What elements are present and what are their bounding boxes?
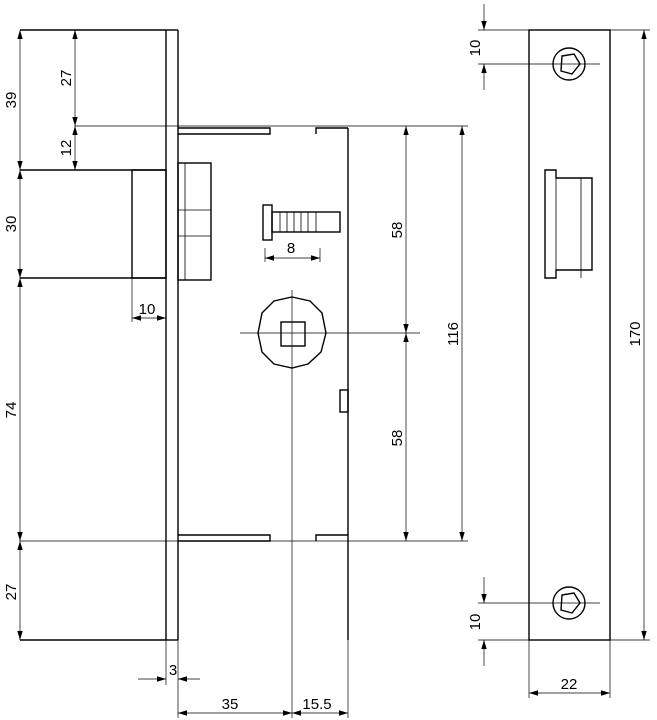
dim-label-27-bottom: 27 <box>3 584 20 601</box>
dim-label-15-5: 15.5 <box>302 696 331 713</box>
door-edge-section <box>20 29 179 641</box>
dim-label-8: 8 <box>287 240 295 257</box>
dim-label-3: 3 <box>169 662 177 679</box>
dim-label-22: 22 <box>561 676 578 693</box>
vertical-dimensions-left <box>17 30 78 640</box>
dim-label-10-plate-top: 10 <box>467 40 484 57</box>
vertical-dimensions-right <box>403 126 465 541</box>
latch-detail <box>262 204 341 241</box>
dim-label-35: 35 <box>222 696 239 713</box>
dim-label-116: 116 <box>445 322 462 346</box>
dim-label-10-latch: 10 <box>139 301 156 318</box>
dim-label-170: 170 <box>627 321 644 346</box>
dim-label-10-plate-bottom: 10 <box>467 614 484 631</box>
dim-label-27-top: 27 <box>58 70 75 87</box>
face-plate-dimensions <box>478 4 650 698</box>
dim-label-12: 12 <box>58 140 75 157</box>
dim-label-74: 74 <box>3 402 20 419</box>
dim-label-58-top: 58 <box>389 222 406 239</box>
dim-label-30: 30 <box>3 216 20 233</box>
dim-label-58-bottom: 58 <box>389 430 406 447</box>
face-plate <box>528 29 611 641</box>
latch-bolt-side <box>131 162 212 281</box>
extension-lines <box>20 125 468 718</box>
dim-label-39: 39 <box>3 92 20 109</box>
horizontal-dimensions-bottom <box>132 255 348 716</box>
